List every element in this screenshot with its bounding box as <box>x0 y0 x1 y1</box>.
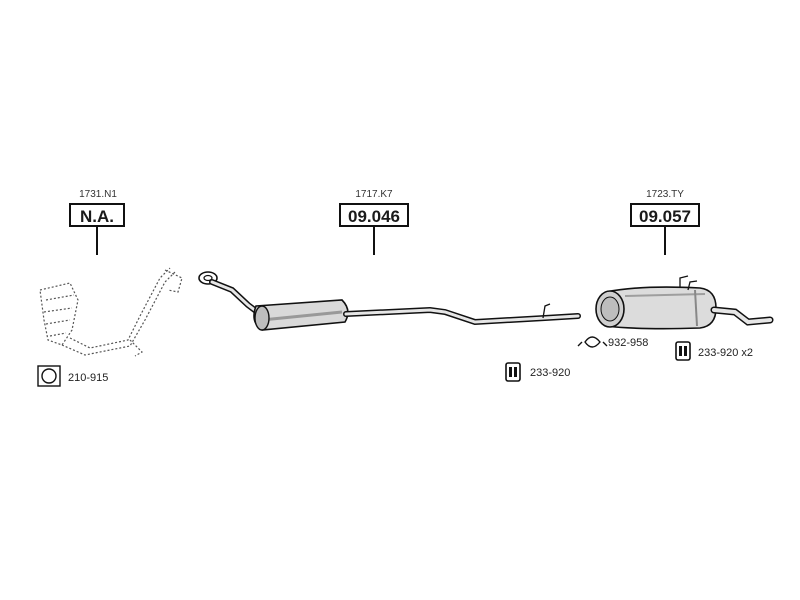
clamp-icon[interactable] <box>577 336 608 348</box>
hanger-icon[interactable] <box>675 341 691 361</box>
leader-line-rear-silencer <box>664 227 666 255</box>
hanger-part-number-rear: 233-920 x2 <box>698 347 754 359</box>
part-number-rear-silencer[interactable]: 09.057 <box>630 203 700 227</box>
ref-code-rear-silencer: 1723.TY <box>646 189 684 200</box>
part-number-front-pipe[interactable]: N.A. <box>69 203 125 227</box>
hanger-icon[interactable] <box>505 362 521 382</box>
clamp-part-number: 932-958 <box>608 337 649 349</box>
hanger-part-number-center: 233-920 <box>530 367 571 379</box>
rear-silencer[interactable] <box>595 275 774 330</box>
part-number-center-silencer[interactable]: 09.046 <box>339 203 409 227</box>
ref-code-front-pipe: 1731.N1 <box>79 189 117 200</box>
leader-line-front-pipe <box>96 227 98 255</box>
gasket-part-number: 210-915 <box>68 372 109 384</box>
gasket-icon[interactable] <box>37 365 61 387</box>
ref-code-center-silencer: 1717.K7 <box>355 189 393 200</box>
leader-line-center-silencer <box>373 227 375 255</box>
center-silencer[interactable] <box>198 271 581 331</box>
front-pipe-outline[interactable] <box>39 267 183 357</box>
